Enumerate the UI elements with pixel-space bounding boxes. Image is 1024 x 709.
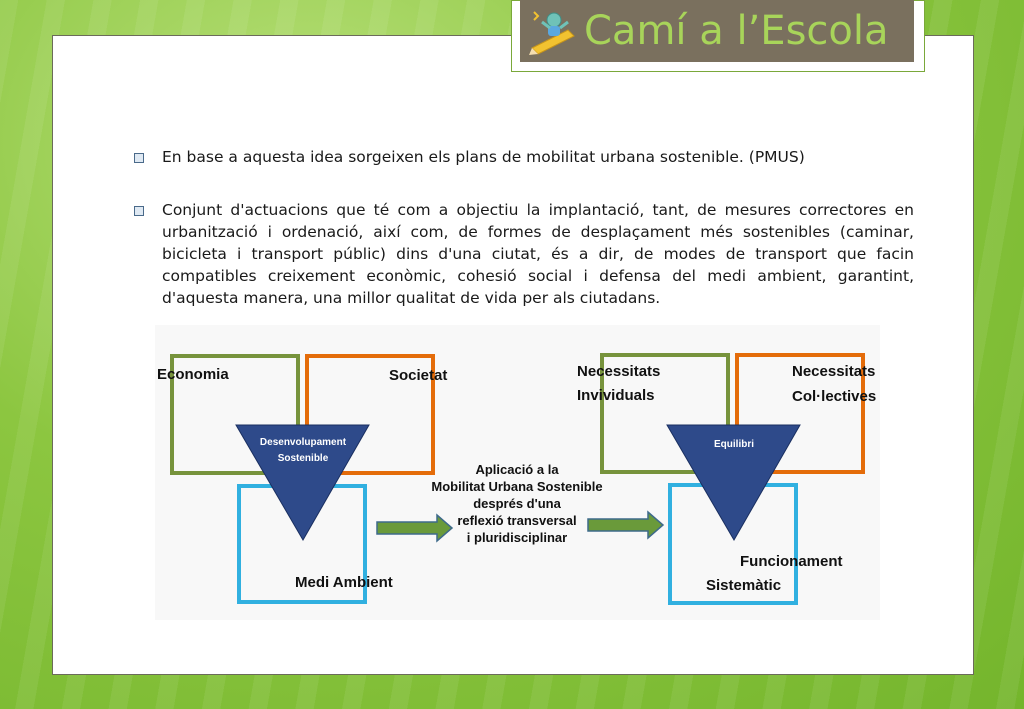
page-title: Camí a l’Escola	[584, 8, 889, 54]
diagram-shapes	[170, 353, 865, 605]
bullet-text-2: Conjunt d'actuacions que té com a object…	[162, 201, 914, 307]
left-arrow	[376, 513, 454, 543]
center-line-4: reflexió transversal	[457, 513, 577, 528]
label-medi-ambient: Medi Ambient	[295, 574, 393, 591]
label-funcionament: Funcionament	[740, 553, 843, 570]
bullet-marker	[134, 153, 144, 163]
economia-box	[170, 354, 300, 475]
bullet-marker	[134, 206, 144, 216]
label-necessitats-collectives-2: Col·lectives	[792, 388, 877, 405]
center-line-3: després d'una	[473, 496, 561, 511]
center-line-2: Mobilitat Urbana Sostenible	[431, 479, 603, 494]
label-necessitats-collectives-1: Necessitats	[792, 363, 876, 380]
right-arrow	[587, 510, 665, 540]
center-line-1: Aplicació a la	[475, 462, 559, 477]
necessitats-individuals-box	[600, 353, 730, 474]
kid-on-pencil-icon	[529, 11, 575, 55]
label-societat: Societat	[389, 367, 448, 384]
label-necessitats-individuals-1: Necessitats	[577, 363, 661, 380]
desenvolupament-triangle	[235, 424, 370, 541]
pmus-diagram: Economia Societat Medi Ambient Desenvolu…	[155, 325, 880, 620]
necessitats-collectives-box	[735, 353, 865, 474]
label-necessitats-individuals-2: Invividuals	[577, 387, 655, 404]
title-banner	[520, 0, 914, 62]
bullet-text-1: En base a aquesta idea sorgeixen els pla…	[162, 148, 805, 166]
label-economia: Economia	[157, 366, 229, 383]
label-desenvolupament: Desenvolupament	[259, 437, 347, 448]
label-sostenible: Sostenible	[277, 453, 329, 464]
societat-box	[305, 354, 435, 475]
label-sistematic: Sistemàtic	[706, 577, 782, 594]
label-equilibri: Equilibri	[714, 439, 754, 450]
center-line-5: i pluridisciplinar	[466, 530, 568, 545]
equilibri-triangle	[666, 424, 801, 541]
